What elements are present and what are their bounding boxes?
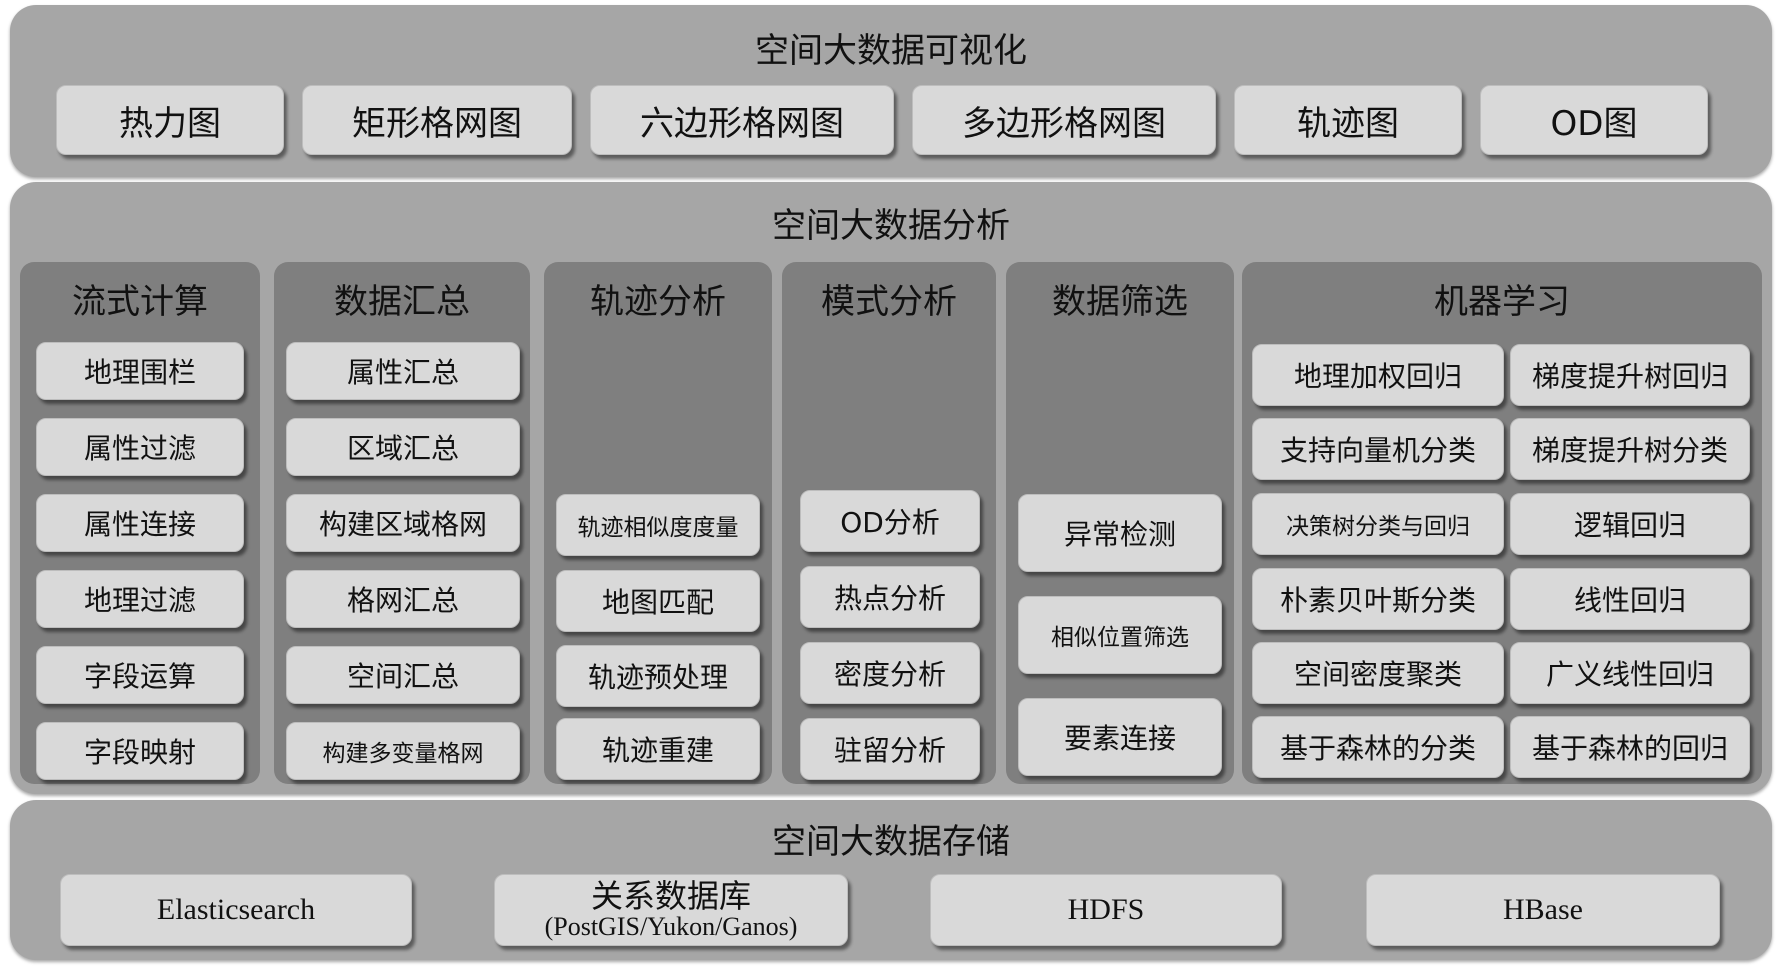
storage-sublabel: (PostGIS/Yukon/Ganos): [544, 912, 798, 942]
item-decision-tree: 决策树分类与回归: [1252, 493, 1504, 555]
storage-label: 关系数据库: [590, 876, 751, 915]
item-linear-regression: 线性回归: [1510, 568, 1750, 630]
column-data-filter: 数据筛选 异常检测 相似位置筛选 要素连接: [1006, 262, 1234, 784]
item-forest-regression: 基于森林的回归: [1510, 716, 1750, 778]
item-geofence: 地理围栏: [36, 342, 244, 400]
item-od-analysis: OD分析: [800, 490, 980, 552]
storage-relational-db: 关系数据库 (PostGIS/Yukon/Ganos): [494, 874, 848, 946]
item-build-multivar-grid: 构建多变量格网: [286, 722, 520, 780]
vis-polygon-grid: 多边形格网图: [912, 85, 1216, 155]
column-trajectory-analysis: 轨迹分析 轨迹相似度度量 地图匹配 轨迹预处理 轨迹重建: [544, 262, 772, 784]
analysis-layer: 空间大数据分析 流式计算 地理围栏 属性过滤 属性连接 地理过滤 字段运算 字段…: [10, 182, 1772, 794]
item-forest-classification: 基于森林的分类: [1252, 716, 1504, 778]
item-hotspot-analysis: 热点分析: [800, 566, 980, 628]
column-title: 轨迹分析: [590, 282, 726, 322]
storage-hdfs: HDFS: [930, 874, 1282, 946]
item-density-analysis: 密度分析: [800, 642, 980, 704]
column-title: 模式分析: [821, 282, 957, 322]
column-title: 流式计算: [72, 282, 208, 322]
item-gwr: 地理加权回归: [1252, 344, 1504, 406]
storage-hbase: HBase: [1366, 874, 1720, 946]
item-map-matching: 地图匹配: [556, 570, 760, 632]
item-field-calc: 字段运算: [36, 646, 244, 704]
vis-heatmap: 热力图: [56, 85, 284, 155]
column-data-summary: 数据汇总 属性汇总 区域汇总 构建区域格网 格网汇总 空间汇总 构建多变量格网: [274, 262, 530, 784]
storage-label: Elasticsearch: [156, 893, 316, 927]
item-spatial-summary: 空间汇总: [286, 646, 520, 704]
column-stream-computing: 流式计算 地理围栏 属性过滤 属性连接 地理过滤 字段运算 字段映射: [20, 262, 260, 784]
column-pattern-analysis: 模式分析 OD分析 热点分析 密度分析 驻留分析: [782, 262, 996, 784]
item-trajectory-preprocess: 轨迹预处理: [556, 645, 760, 707]
item-naive-bayes: 朴素贝叶斯分类: [1252, 568, 1504, 630]
storage-label: HBase: [1503, 893, 1583, 927]
vis-rect-grid: 矩形格网图: [302, 85, 572, 155]
item-anomaly-detection: 异常检测: [1018, 494, 1222, 572]
item-attribute-summary: 属性汇总: [286, 342, 520, 400]
item-dwell-analysis: 驻留分析: [800, 718, 980, 780]
item-trajectory-similarity: 轨迹相似度度量: [556, 494, 760, 556]
item-gbt-regression: 梯度提升树回归: [1510, 344, 1750, 406]
column-machine-learning: 机器学习 地理加权回归 梯度提升树回归 支持向量机分类 梯度提升树分类 决策树分…: [1242, 262, 1762, 784]
item-build-region-grid: 构建区域格网: [286, 494, 520, 552]
storage-elasticsearch: Elasticsearch: [60, 874, 412, 946]
storage-layer: 空间大数据存储 Elasticsearch 关系数据库 (PostGIS/Yuk…: [10, 800, 1772, 960]
visualization-title: 空间大数据可视化: [755, 31, 1027, 71]
item-svm-classification: 支持向量机分类: [1252, 418, 1504, 480]
visualization-layer: 空间大数据可视化 热力图 矩形格网图 六边形格网图 多边形格网图 轨迹图 OD图: [10, 5, 1772, 177]
vis-trajectory: 轨迹图: [1234, 85, 1462, 155]
vis-od: OD图: [1480, 85, 1708, 155]
item-region-summary: 区域汇总: [286, 418, 520, 476]
item-glm: 广义线性回归: [1510, 642, 1750, 704]
item-gbt-classification: 梯度提升树分类: [1510, 418, 1750, 480]
item-logistic-regression: 逻辑回归: [1510, 493, 1750, 555]
item-trajectory-rebuild: 轨迹重建: [556, 718, 760, 780]
item-geo-filter: 地理过滤: [36, 570, 244, 628]
storage-label: HDFS: [1067, 893, 1145, 927]
item-density-clustering: 空间密度聚类: [1252, 642, 1504, 704]
item-grid-summary: 格网汇总: [286, 570, 520, 628]
vis-hex-grid: 六边形格网图: [590, 85, 894, 155]
item-feature-join: 要素连接: [1018, 698, 1222, 776]
column-title: 数据筛选: [1052, 282, 1188, 322]
item-field-mapping: 字段映射: [36, 722, 244, 780]
column-title: 机器学习: [1434, 282, 1570, 322]
item-similar-location-filter: 相似位置筛选: [1018, 596, 1222, 674]
item-attribute-filter: 属性过滤: [36, 418, 244, 476]
column-title: 数据汇总: [334, 282, 470, 322]
item-attribute-join: 属性连接: [36, 494, 244, 552]
analysis-title: 空间大数据分析: [772, 206, 1010, 246]
storage-title: 空间大数据存储: [772, 822, 1010, 862]
